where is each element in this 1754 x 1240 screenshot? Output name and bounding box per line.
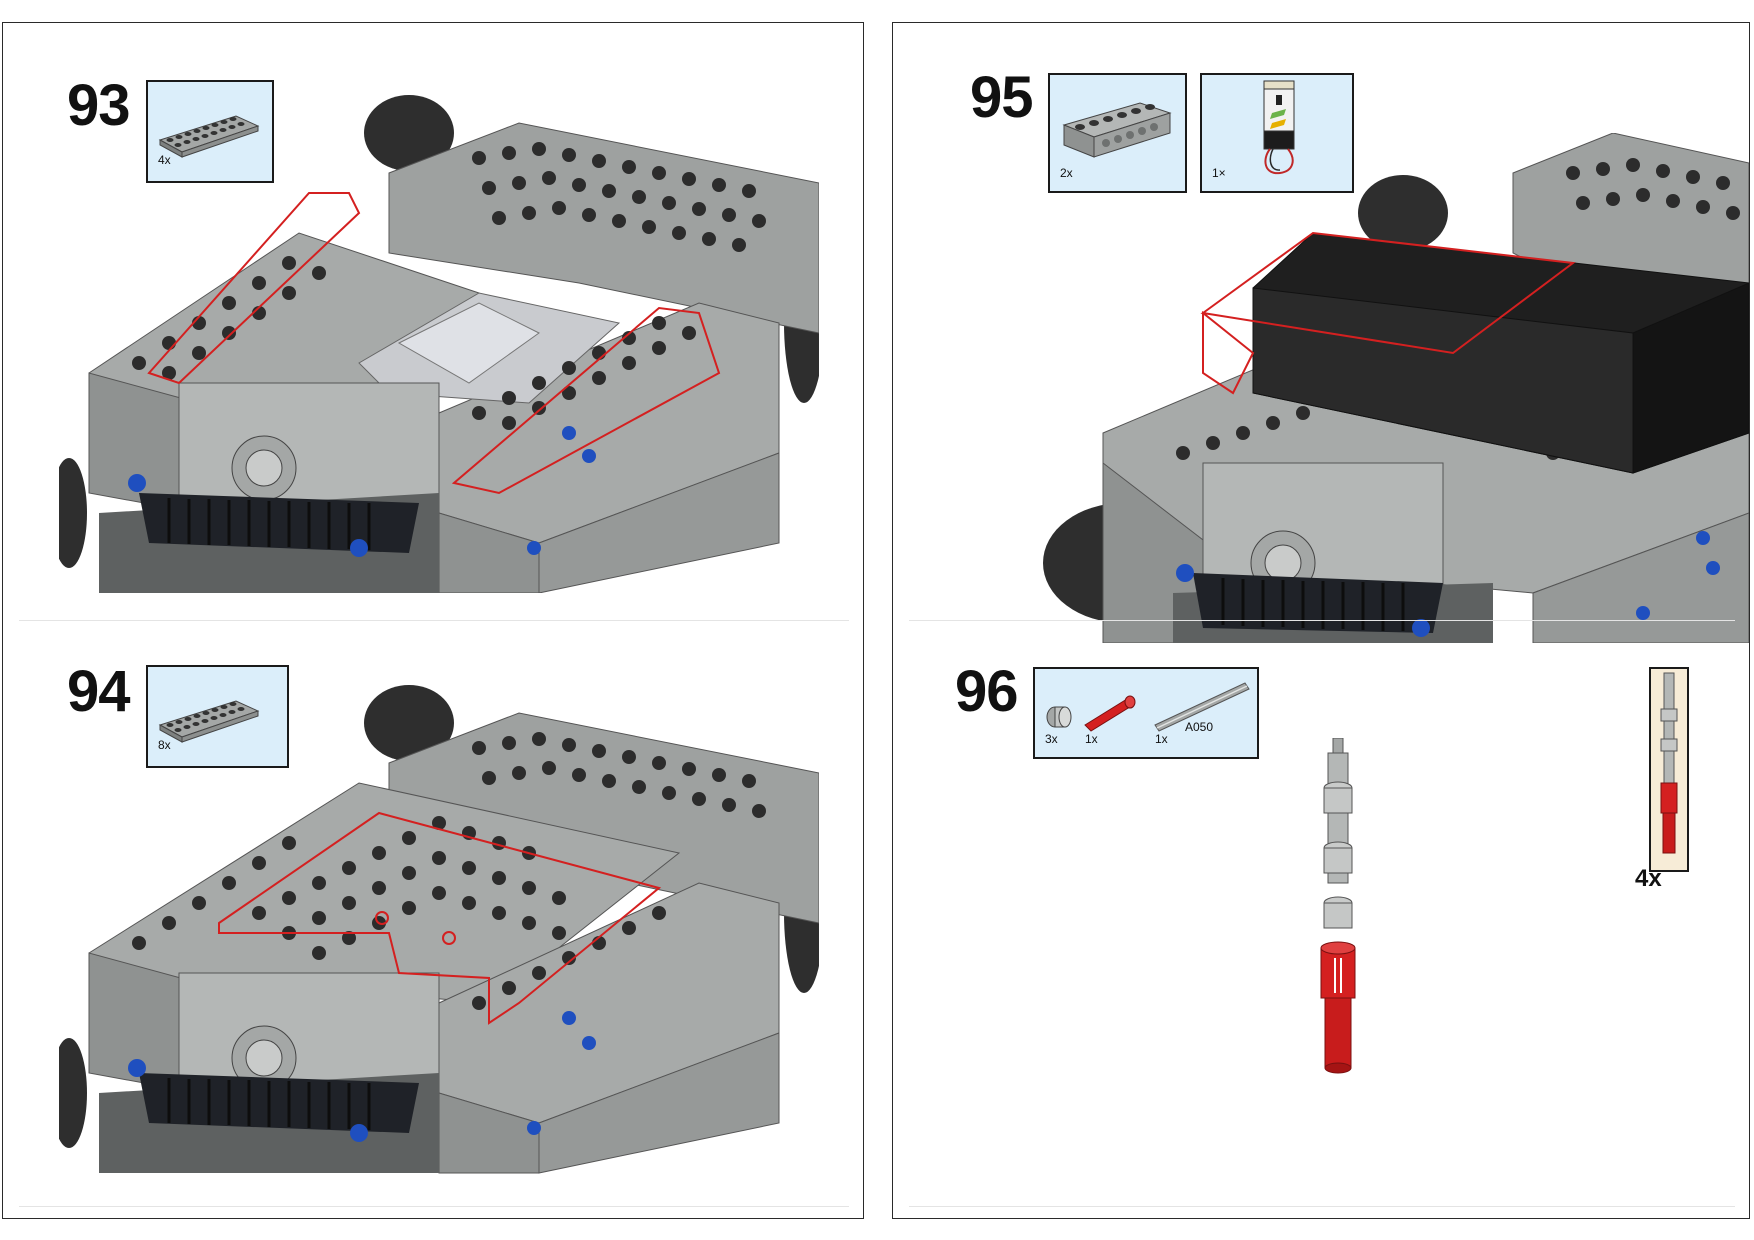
part-quantity: 4x [158, 153, 171, 167]
page-bottom-divider [909, 1206, 1735, 1207]
subassembly-multiplier: 4x [1635, 865, 1662, 892]
part-quantity: 8x [158, 738, 171, 752]
subassembly-callout [1649, 667, 1689, 872]
parts-callout-step-93: 4x [146, 80, 274, 183]
subassembly-preview-icon [1660, 672, 1678, 854]
battery-box-icon [1263, 80, 1295, 175]
flat-plate-2x8-icon [158, 700, 260, 743]
step-number-93: 93 [67, 73, 131, 138]
part-quantity: 1x [1085, 732, 1098, 746]
instruction-page-left: 93 4x [2, 22, 864, 1219]
bush-icon [1046, 706, 1072, 728]
parts-callout-step-94: 8x [146, 665, 289, 768]
model-render-step-95 [1013, 133, 1749, 643]
step-number-96: 96 [955, 659, 1019, 724]
technic-brick-1x6-icon [1062, 102, 1172, 158]
parts-callout-step-95a: 2x [1048, 73, 1187, 193]
part-id-label: A050 [1185, 720, 1214, 734]
step-number-94: 94 [67, 659, 131, 724]
step-divider [909, 620, 1735, 621]
parts-callout-step-95b: 1× [1200, 73, 1354, 193]
flat-plate-2x8-icon [158, 115, 260, 158]
axle-icon [1154, 682, 1250, 732]
part-quantity: 1x [1155, 732, 1168, 746]
page-bottom-divider [19, 1206, 849, 1207]
instruction-page-right: 95 2x 1× [892, 22, 1750, 1219]
model-render-step-93 [59, 73, 819, 593]
parts-callout-step-96: 3x 1x 1x A050 [1033, 667, 1259, 759]
red-long-pin-icon [1084, 695, 1136, 732]
model-render-step-94 [59, 673, 819, 1193]
part-quantity: 3x [1045, 732, 1058, 746]
subassembly-render-step-96 [1283, 738, 1403, 1118]
part-quantity: 2x [1060, 166, 1073, 180]
step-number-95: 95 [970, 65, 1034, 130]
part-quantity: 1× [1212, 166, 1226, 180]
step-divider [19, 620, 849, 621]
